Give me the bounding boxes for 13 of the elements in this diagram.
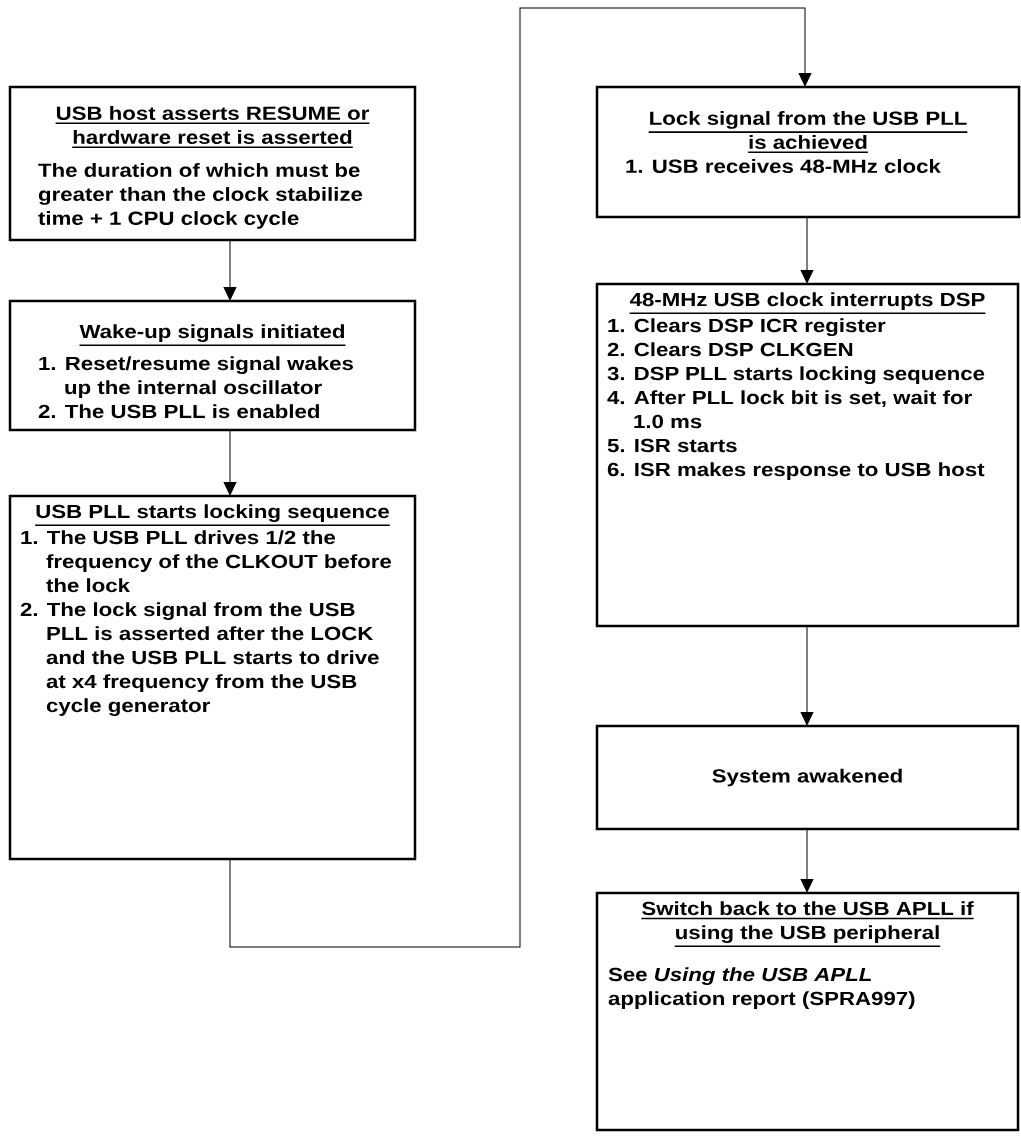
process-box: USB host asserts RESUME or hardware reset is asserted The duration of which must be greater than the clock stabilize time + 1 CPU clock cycle xyxy=(8,85,417,242)
process-box: 48-MHz USB clock interrupts DSP 1. Clears DSP ICR register 2. Clears DSP CLKGEN 3. DSP PLL starts locking sequence 4. After PLL lock bit is set, wait for 1.0 ms 5. ISR starts 6. ISR makes response to USB host xyxy=(595,282,1020,628)
arrow xyxy=(223,429,237,496)
arrow xyxy=(800,625,814,726)
arrow xyxy=(229,7,812,948)
process-box: System awakened xyxy=(595,724,1020,831)
arrow xyxy=(800,216,814,284)
process-box: USB PLL starts locking sequence 1. The USB PLL drives 1/2 the frequency of the CLKOUT before the lock 2. The lock signal from the USB PLL is asserted after the LOCK and the USB PLL starts to drive at x4 frequency from the USB cycle generator xyxy=(8,494,417,861)
process-box: Lock signal from the USB PLL is achieved 1. USB receives 48-MHz clock xyxy=(595,85,1021,219)
arrow xyxy=(800,828,814,893)
process-box: Wake-up signals initiated 1. Reset/resume signal wakes up the internal oscillator 2. The USB PLL is enabled xyxy=(8,299,417,432)
process-box: Switch back to the USB APLL if using the USB peripheral See Using the USB APLL application report (SPRA997) xyxy=(595,891,1020,1132)
arrow xyxy=(223,239,237,301)
